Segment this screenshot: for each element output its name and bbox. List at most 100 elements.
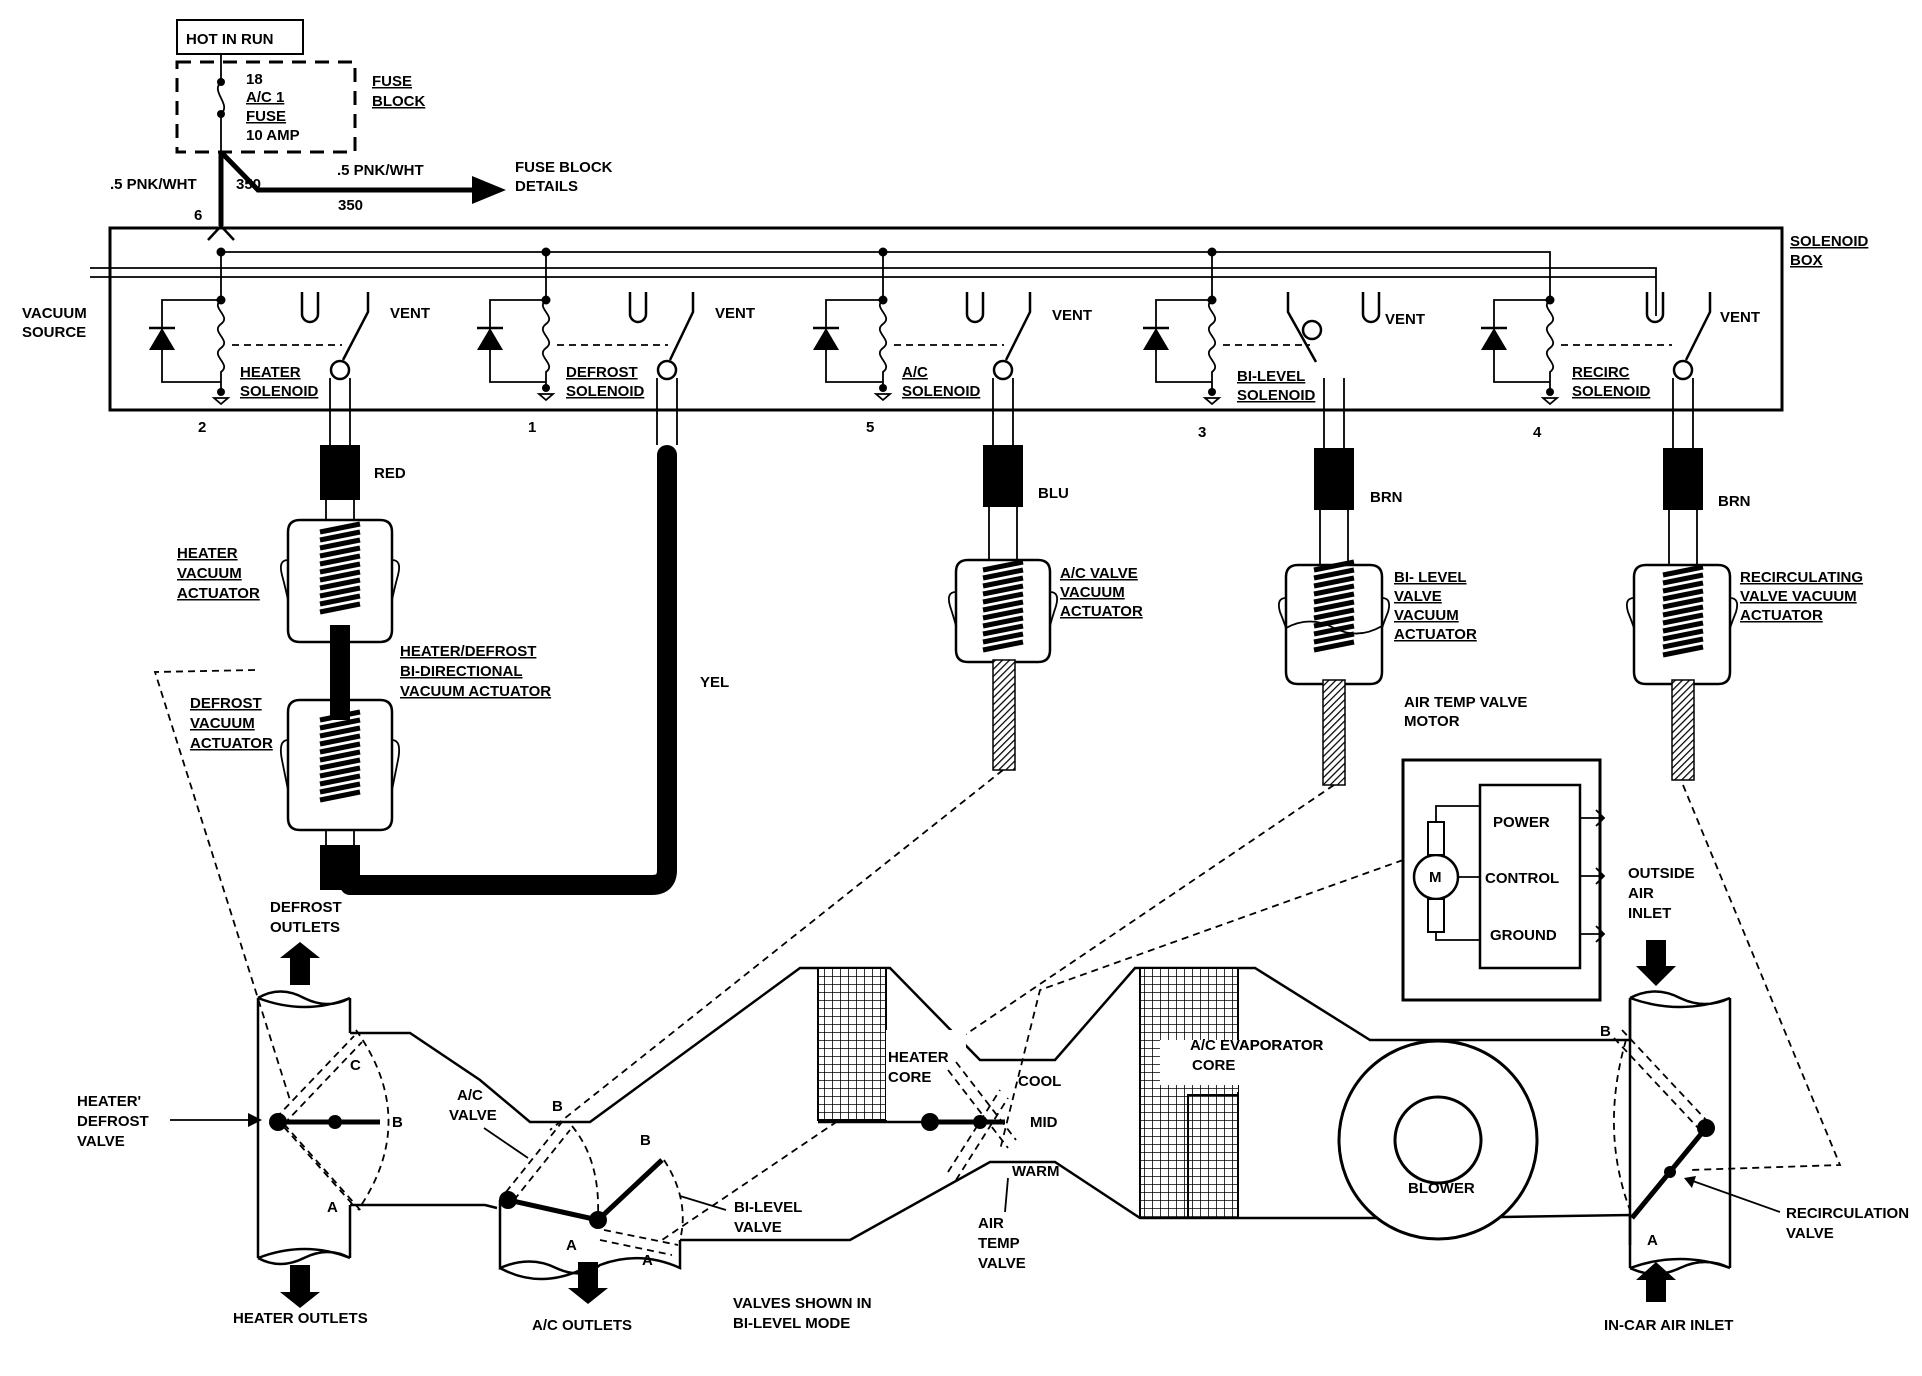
bilevel-actuator-label-2: VALVE bbox=[1394, 588, 1442, 605]
bilevel-solenoid-vent: VENT bbox=[1385, 311, 1425, 328]
connector-pin-6: 6 bbox=[194, 207, 202, 224]
heater-core-label: HEATER bbox=[888, 1049, 949, 1066]
solenoid-box-label-2: BOX bbox=[1790, 252, 1823, 269]
hd-valve-letter-c: C bbox=[350, 1057, 361, 1074]
ac-solenoid-name-2: SOLENOID bbox=[902, 383, 981, 400]
ac-valve-letter-a: A bbox=[566, 1237, 577, 1254]
fuse-block-label-2: BLOCK bbox=[372, 93, 425, 110]
ac-valve-letter-b: B bbox=[552, 1098, 563, 1115]
heater-defrost-valve-label: HEATER' bbox=[77, 1093, 141, 1110]
recirc-valve-actuator: BRN RECIRCULATING VALVE VACUUM ACTUATOR bbox=[1625, 410, 1863, 781]
ac-valve-actuator: BLU A/C VALVE VACUUM ACTUATOR bbox=[947, 410, 1143, 771]
valves-shown-label: VALVES SHOWN IN bbox=[733, 1295, 872, 1312]
heater-defrost-valve-label-2: DEFROST bbox=[77, 1113, 149, 1130]
motor-control: CONTROL bbox=[1485, 870, 1559, 887]
bilevel-actuator-label-3: VACUUM bbox=[1394, 607, 1459, 624]
fuse-rating: 10 AMP bbox=[246, 127, 300, 144]
ac-valve-label-2: VALVE bbox=[449, 1107, 497, 1124]
brown-hose-2-label: BRN bbox=[1718, 493, 1751, 510]
vacuum-source-label: VACUUM bbox=[22, 305, 87, 322]
defrost-solenoid-vent: VENT bbox=[715, 305, 755, 322]
ac-valve-label: A/C bbox=[457, 1087, 483, 1104]
bilevel-solenoid-pin: 3 bbox=[1198, 424, 1206, 441]
fuse-details-wire bbox=[219, 150, 478, 193]
fuse-number: 18 bbox=[246, 71, 263, 88]
bilevel-valve-actuator: BRN BI- LEVEL VALVE VACUUM ACTUATOR bbox=[1277, 410, 1477, 786]
bilevel-valve-letter-b: B bbox=[640, 1132, 651, 1149]
defrost-solenoid: VENT DEFROST SOLENOID 1 bbox=[477, 292, 755, 436]
recirc-valve-letter-a: A bbox=[1647, 1232, 1658, 1249]
hd-valve-letter-a: A bbox=[327, 1199, 338, 1216]
in-car-air-label: IN-CAR AIR INLET bbox=[1604, 1317, 1733, 1334]
brown-hose-1-label: BRN bbox=[1370, 489, 1403, 506]
blue-hose bbox=[983, 445, 1023, 507]
bilevel-valve-letter-a: A bbox=[642, 1252, 653, 1269]
valves-shown-label-2: BI-LEVEL MODE bbox=[733, 1315, 850, 1332]
bidirectional-actuator-label-2: BI-DIRECTIONAL bbox=[400, 663, 523, 680]
hot-in-run-label: HOT IN RUN bbox=[186, 31, 274, 48]
fuse-details-label: FUSE BLOCK bbox=[515, 159, 613, 176]
air-temp-valve-label-2: TEMP bbox=[978, 1235, 1020, 1252]
recirc-solenoid-name-2: SOLENOID bbox=[1572, 383, 1651, 400]
heater-actuator-body bbox=[286, 518, 394, 644]
air-temp-mid: MID bbox=[1030, 1114, 1058, 1131]
wire-right-circuit: 350 bbox=[338, 197, 363, 214]
recirc-inlet-duct bbox=[1628, 998, 1732, 1268]
recirc-actuator-label: RECIRCULATING bbox=[1740, 569, 1863, 586]
recirc-actuator-label-3: ACTUATOR bbox=[1740, 607, 1823, 624]
defrost-solenoid-pin: 1 bbox=[528, 419, 536, 436]
defrost-solenoid-name: DEFROST bbox=[566, 364, 638, 381]
heater-solenoid-vent: VENT bbox=[390, 305, 430, 322]
power-bus bbox=[221, 251, 1551, 300]
defrost-actuator-body bbox=[286, 698, 394, 832]
ac-valve-actuator-label: A/C VALVE bbox=[1060, 565, 1138, 582]
yellow-hose: YEL bbox=[320, 410, 729, 895]
evaporator-label-front-2: CORE bbox=[1192, 1057, 1235, 1074]
bilevel-actuator-label: BI- LEVEL bbox=[1394, 569, 1467, 586]
heater-solenoid: VENT HEATER SOLENOID 2 bbox=[149, 292, 430, 436]
recirc-solenoid-pin: 4 bbox=[1533, 424, 1542, 441]
air-temp-valve-motor: AIR TEMP VALVE MOTOR M POWER CONTROL GRO… bbox=[1401, 694, 1606, 1002]
motor-label: AIR TEMP VALVE bbox=[1404, 694, 1527, 711]
air-temp-warm: WARM bbox=[1012, 1163, 1060, 1180]
blue-hose-label: BLU bbox=[1038, 485, 1069, 502]
recirc-solenoid-vent: VENT bbox=[1720, 309, 1760, 326]
red-hose bbox=[320, 445, 360, 500]
bilevel-solenoid: VENT BI-LEVEL SOLENOID 3 bbox=[1143, 292, 1425, 441]
recirc-actuator-label-2: VALVE VACUUM bbox=[1740, 588, 1857, 605]
heater-outlets-label: HEATER OUTLETS bbox=[233, 1310, 368, 1327]
connector-symbol bbox=[207, 224, 235, 241]
air-temp-cool: COOL bbox=[1018, 1073, 1061, 1090]
yellow-hose-label: YEL bbox=[700, 674, 729, 691]
air-temp-valve-label: AIR bbox=[978, 1215, 1004, 1232]
bilevel-valve-label-2: VALVE bbox=[734, 1219, 782, 1236]
blower-label: BLOWER bbox=[1408, 1180, 1475, 1197]
motor-power: POWER bbox=[1493, 814, 1550, 831]
recirc-valve-label-2: VALVE bbox=[1786, 1225, 1834, 1242]
power-section: HOT IN RUN 18 A/C 1 FUSE 10 AMP FUSE BLO… bbox=[110, 19, 613, 241]
hd-valve-letter-b: B bbox=[392, 1114, 403, 1131]
ac-valve-actuator-label-3: ACTUATOR bbox=[1060, 603, 1143, 620]
ac-valve-actuator-label-2: VACUUM bbox=[1060, 584, 1125, 601]
brown-hose-1 bbox=[1314, 448, 1354, 510]
solenoid-box: SOLENOID BOX VACUUM SOURCE bbox=[22, 226, 1869, 441]
motor-ground: GROUND bbox=[1490, 927, 1557, 944]
outside-air-label-2: AIR bbox=[1628, 885, 1654, 902]
heater-defrost-valve-label-3: VALVE bbox=[77, 1133, 125, 1150]
fuse-details-label-2: DETAILS bbox=[515, 178, 578, 195]
fuse-name: A/C 1 bbox=[246, 89, 284, 106]
motor-label-2: MOTOR bbox=[1404, 713, 1460, 730]
air-temp-valve-label-3: VALVE bbox=[978, 1255, 1026, 1272]
outside-air-label-3: INLET bbox=[1628, 905, 1671, 922]
ac-solenoid: VENT A/C SOLENOID 5 bbox=[813, 292, 1092, 436]
fuse-type: FUSE bbox=[246, 108, 286, 125]
heater-solenoid-name: HEATER bbox=[240, 364, 301, 381]
recirc-valve-letter-b: B bbox=[1600, 1023, 1611, 1040]
wire-left-circuit: 350 bbox=[236, 176, 261, 193]
fuse-details-arrow bbox=[472, 176, 506, 204]
fuse-block-box bbox=[175, 60, 357, 154]
linkages bbox=[153, 669, 1842, 1241]
recirc-valve-label: RECIRCULATION bbox=[1786, 1205, 1909, 1222]
bilevel-solenoid-name-2: SOLENOID bbox=[1237, 387, 1316, 404]
